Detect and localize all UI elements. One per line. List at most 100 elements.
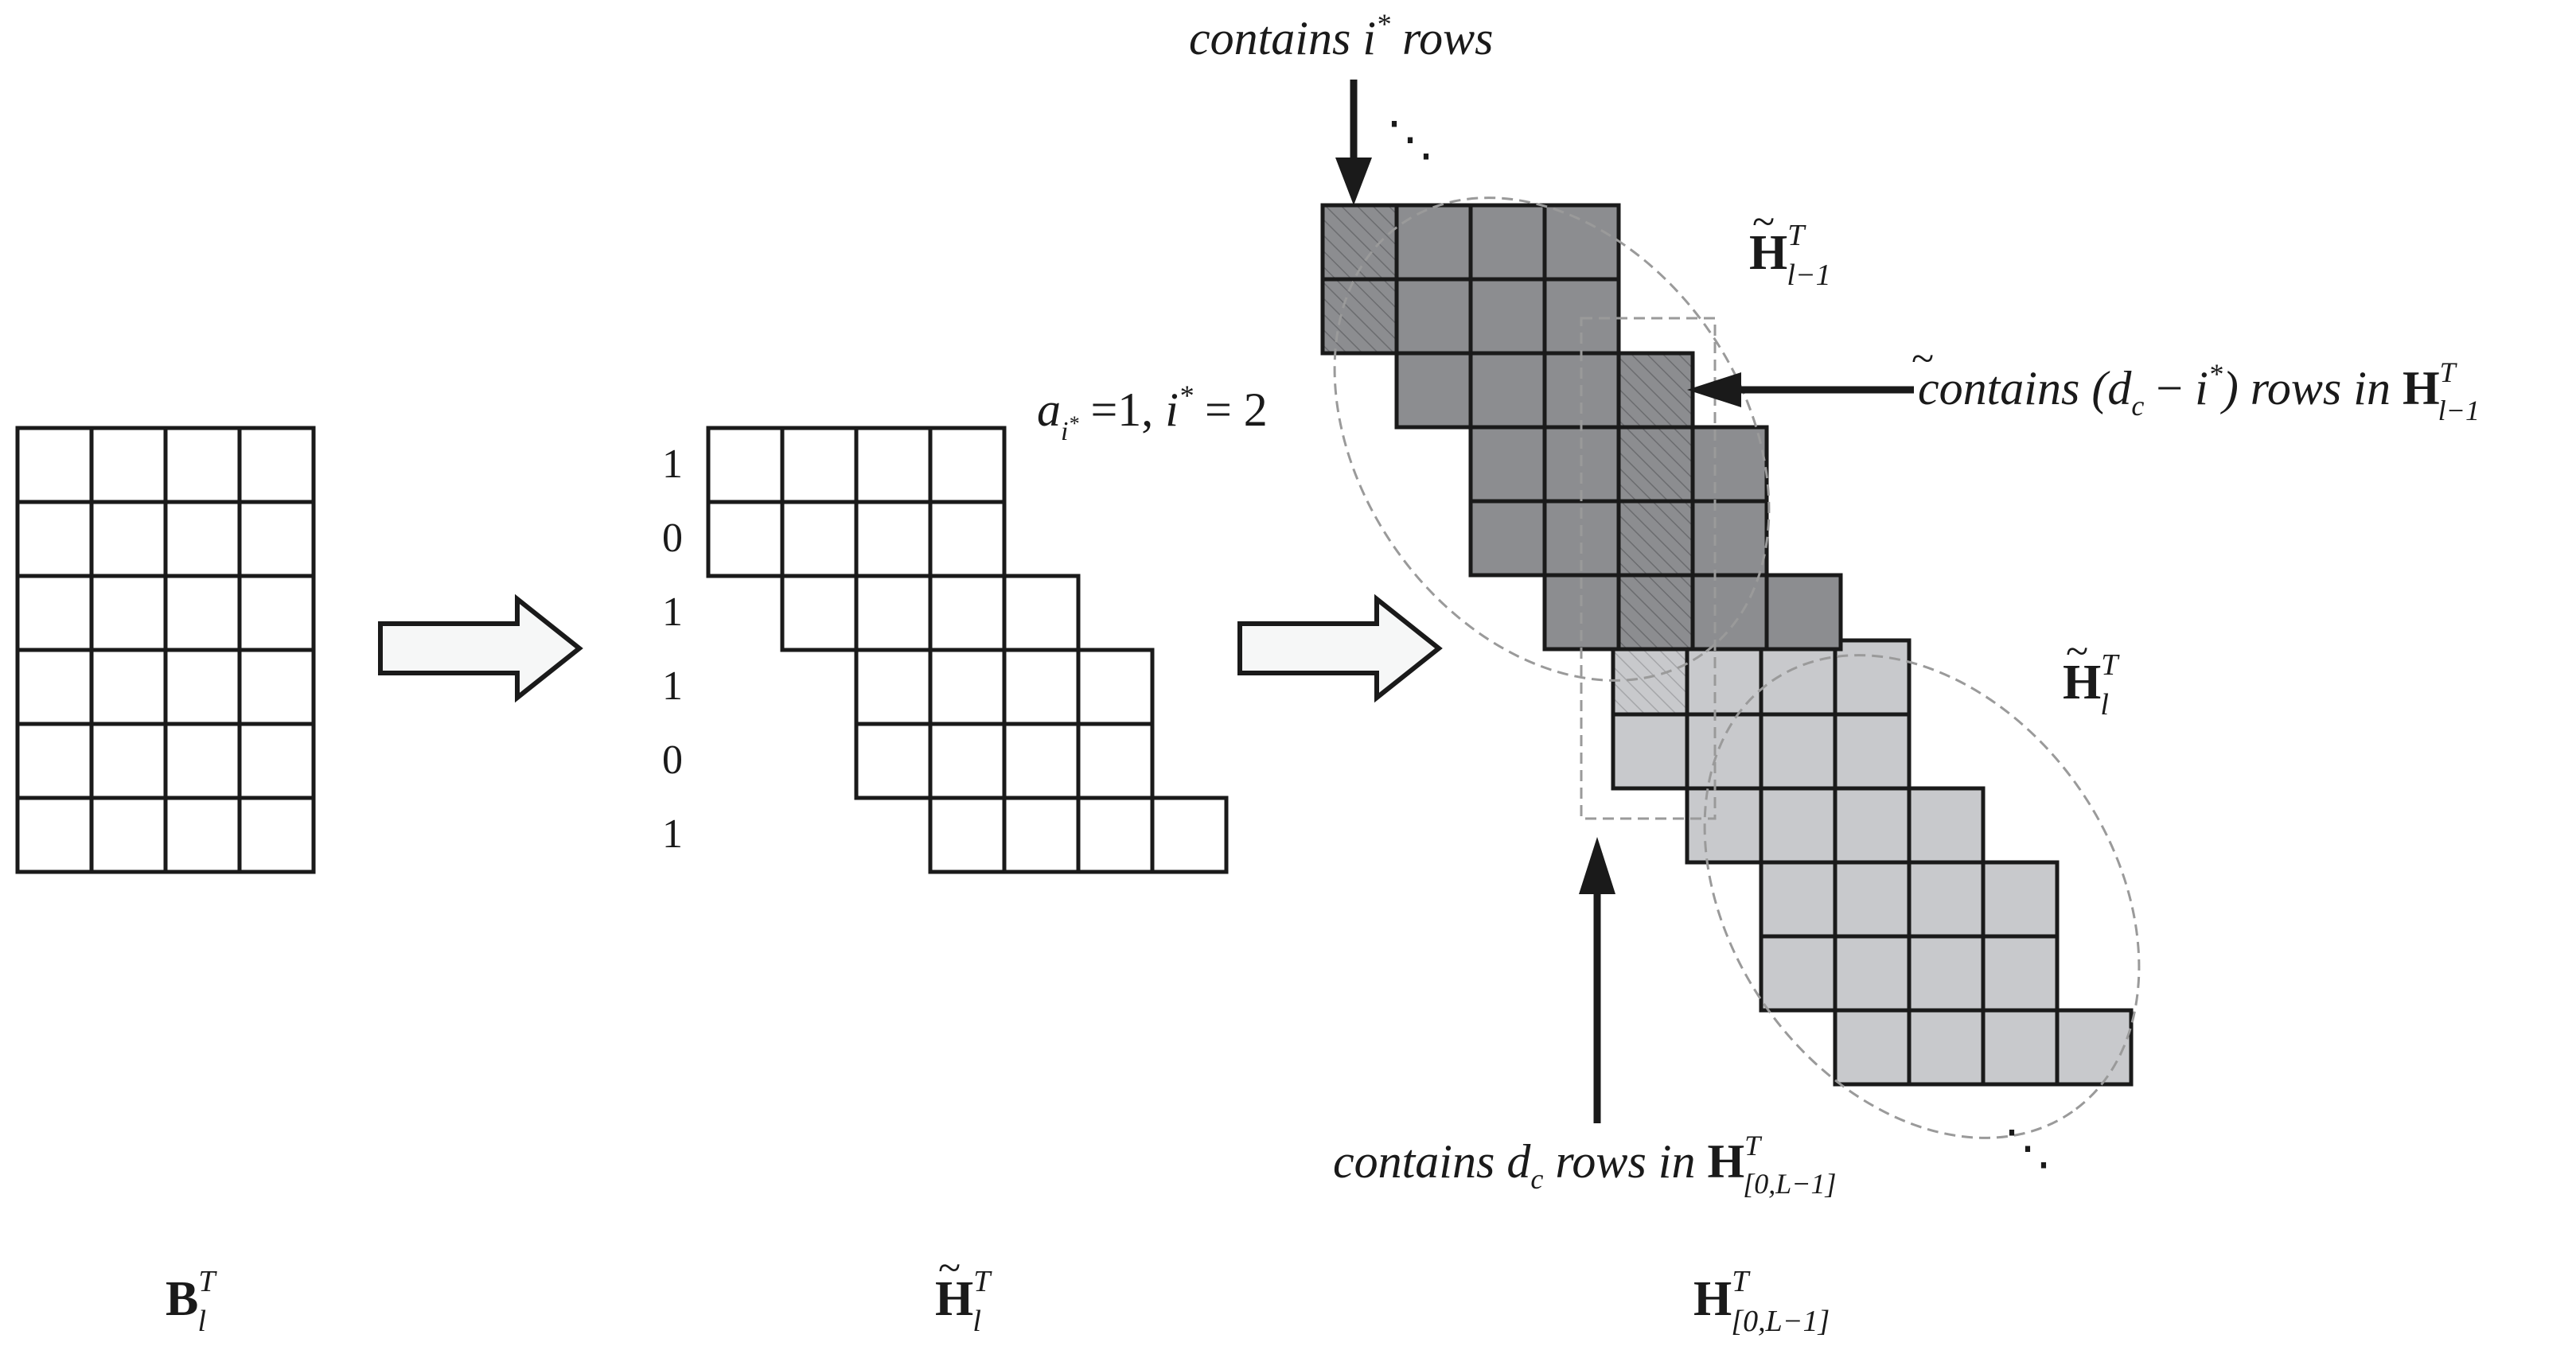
matrix-cell [1833, 1008, 1912, 1087]
matrix-cell [854, 648, 933, 726]
matrix-cell [163, 574, 242, 652]
tilde-mark: ~ [1912, 337, 1934, 382]
matrix-cell [89, 722, 168, 800]
matrix-cell [1002, 722, 1081, 800]
tilde-mark: ~ [2066, 629, 2088, 675]
ellipsis-bottom: ⋱ [2004, 1122, 2052, 1174]
matrix-h-l-light-grid [1611, 638, 2134, 1087]
matrix-cell [1759, 860, 1837, 939]
annotation-contains-dc-rows: contains dc rows in HT[0,L−1] [1333, 1130, 1837, 1200]
matrix-cell [1833, 712, 1912, 791]
matrix-cell [1150, 796, 1229, 874]
matrix-cell [706, 426, 785, 504]
matrix-b-grid [15, 426, 316, 874]
matrix-cell [1468, 425, 1547, 504]
matrix-cell [1002, 796, 1081, 874]
matrix-cell [928, 648, 1007, 726]
row-label-2: 0 [662, 515, 683, 561]
matrix-cell [1981, 934, 2060, 1013]
matrix-cell [1076, 648, 1155, 726]
matrix-cell [89, 500, 168, 578]
matrix-cell [854, 426, 933, 504]
tilde-mark: ~ [938, 1246, 961, 1291]
hatched-cell [1616, 573, 1695, 652]
up-arrow-head [1579, 837, 1615, 894]
matrix-cell [1759, 712, 1837, 791]
row-labels: 1 0 1 1 0 1 [662, 442, 683, 857]
matrix-cell [706, 500, 785, 578]
annotation-condition: ai* =1, i* = 2 [1037, 379, 1268, 446]
matrix-cell [15, 426, 94, 504]
matrix-cell [1907, 786, 1986, 865]
caption-h-0-l-minus-1-t: HT[0,L−1] [1693, 1265, 1830, 1338]
matrix-cell [1611, 712, 1689, 791]
matrix-cell [237, 722, 316, 800]
hatched-cell [1616, 351, 1695, 430]
matrix-cell [1759, 934, 1837, 1013]
matrix-cell [1685, 638, 1763, 717]
matrix-cell [1394, 351, 1473, 430]
matrix-cell [1759, 638, 1837, 717]
matrix-cell [928, 796, 1007, 874]
matrix-cell [780, 500, 859, 578]
matrix-cell [1981, 860, 2060, 939]
tilde-mark: ~ [1752, 200, 1775, 245]
matrix-cell [89, 426, 168, 504]
matrix-cell [163, 722, 242, 800]
matrix-cell [1076, 722, 1155, 800]
matrix-cell [928, 500, 1007, 578]
matrix-cell [780, 574, 859, 652]
matrix-cell [237, 648, 316, 726]
matrix-cell [15, 722, 94, 800]
down-arrow-head [1335, 158, 1372, 205]
matrix-cell [928, 722, 1007, 800]
matrix-cell [163, 426, 242, 504]
matrix-cell [1764, 573, 1843, 652]
matrix-cell [1690, 499, 1769, 578]
matrix-cell [1907, 934, 1986, 1013]
matrix-cell [1981, 1008, 2060, 1087]
matrix-cell [237, 574, 316, 652]
row-label-5: 0 [662, 737, 683, 783]
hatched-cell [1616, 425, 1695, 504]
matrix-cell [1468, 499, 1547, 578]
right-arrow-icon [1237, 593, 1443, 703]
matrix-cell [163, 500, 242, 578]
left-arrow-icon [1687, 372, 1914, 407]
hatched-cell [1320, 277, 1399, 356]
matrix-cell [89, 796, 168, 874]
matrix-cell [1907, 860, 1986, 939]
matrix-cell [1690, 573, 1769, 652]
matrix-cell [854, 574, 933, 652]
matrix-cell [15, 648, 94, 726]
dashed-window-dc-rows [1580, 317, 1717, 820]
matrix-cell [15, 796, 94, 874]
matrix-h-tilde-grid [706, 426, 1229, 874]
matrix-cell [854, 722, 933, 800]
matrix-cell [163, 648, 242, 726]
matrix-cell [1833, 860, 1912, 939]
hatched-cell [1616, 499, 1695, 578]
row-label-1: 1 [662, 442, 683, 487]
annotation-contains-i-star-rows: contains i* rows [1189, 8, 1494, 64]
matrix-cell [1468, 203, 1547, 282]
matrix-cell [15, 500, 94, 578]
matrix-cell [1685, 786, 1763, 865]
matrix-cell [237, 500, 316, 578]
left-arrow-head [1687, 372, 1741, 407]
matrix-cell [780, 426, 859, 504]
row-label-4: 1 [662, 663, 683, 709]
matrix-cell [1907, 1008, 1986, 1087]
matrix-cell [163, 796, 242, 874]
matrix-cell [1002, 648, 1081, 726]
matrix-cell [1468, 277, 1547, 356]
row-label-3: 1 [662, 589, 683, 635]
right-arrow-icon [378, 593, 583, 703]
matrix-cell [1076, 796, 1155, 874]
matrix-cell [1542, 203, 1621, 282]
